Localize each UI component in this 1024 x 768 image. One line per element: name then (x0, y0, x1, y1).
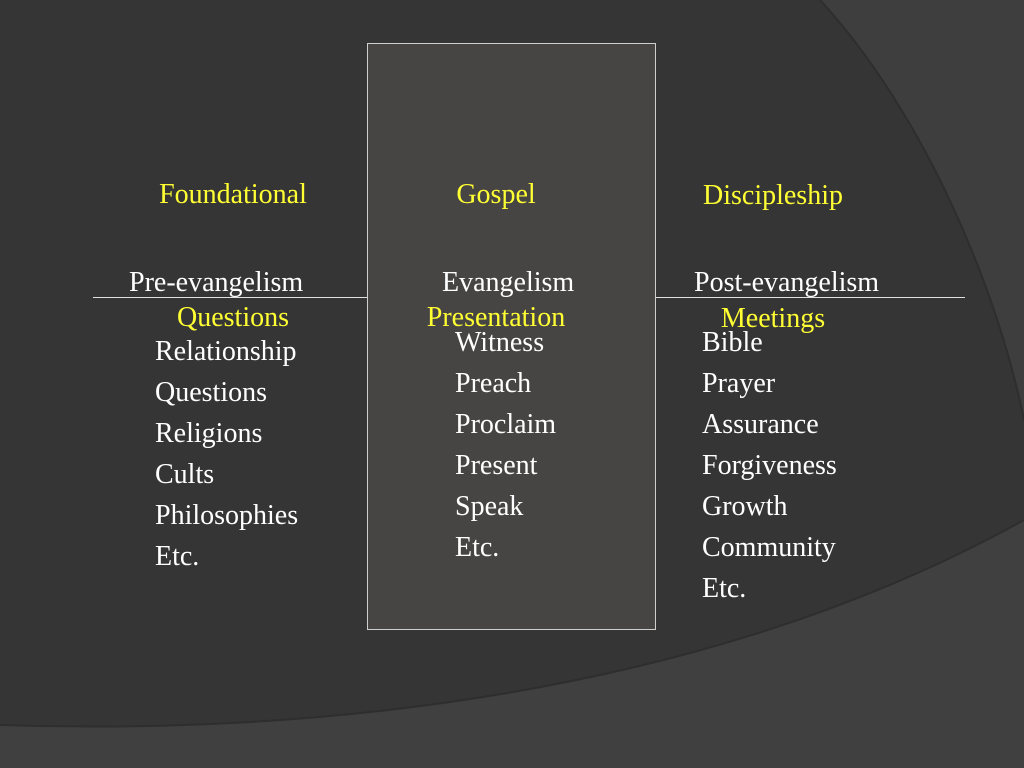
list-item: Present (455, 450, 538, 481)
divider-line-right (656, 297, 965, 298)
heading-line: Gospel (456, 179, 536, 210)
divider-line-left (93, 297, 367, 298)
phase-label-post-evangelism: Post-evangelism (694, 267, 880, 298)
list-item: Preach (455, 368, 532, 399)
heading-line: Foundational (159, 179, 307, 210)
heading-line: Discipleship (703, 180, 843, 211)
phase-label-pre-evangelism: Pre-evangelism (129, 267, 304, 298)
heading-line: Presentation (426, 302, 566, 333)
list-item: Etc. (702, 573, 747, 604)
list-pre-evangelism: Relationship Questions Religions Cults P… (155, 331, 298, 577)
list-item: Forgiveness (702, 450, 837, 481)
evangelism-highlight-box (367, 43, 656, 630)
heading-discipleship-meetings: Discipleship Meetings (673, 93, 873, 421)
list-evangelism: Witness Preach Proclaim Present Speak Et… (455, 322, 556, 568)
heading-line: Meetings (720, 303, 826, 334)
list-item: Relationship (155, 336, 297, 367)
list-item: Etc. (155, 541, 200, 572)
list-item: Cults (155, 459, 215, 490)
list-item: Etc. (455, 532, 500, 563)
list-post-evangelism: Bible Prayer Assurance Forgiveness Growt… (702, 322, 837, 609)
list-item: Proclaim (455, 409, 557, 440)
list-item: Bible (702, 327, 763, 358)
list-item: Philosophies (155, 500, 299, 531)
list-item: Speak (455, 491, 524, 522)
list-item: Growth (702, 491, 788, 522)
phase-label-evangelism: Evangelism (442, 267, 575, 298)
heading-line: Questions (177, 302, 289, 333)
list-item: Religions (155, 418, 263, 449)
heading-gospel-presentation: Gospel Presentation (396, 92, 596, 420)
list-item: Questions (155, 377, 267, 408)
heading-foundational-questions: Foundational Questions (128, 92, 338, 420)
list-item: Community (702, 532, 836, 563)
list-item: Witness (455, 327, 545, 358)
list-item: Prayer (702, 368, 776, 399)
list-item: Assurance (702, 409, 819, 440)
